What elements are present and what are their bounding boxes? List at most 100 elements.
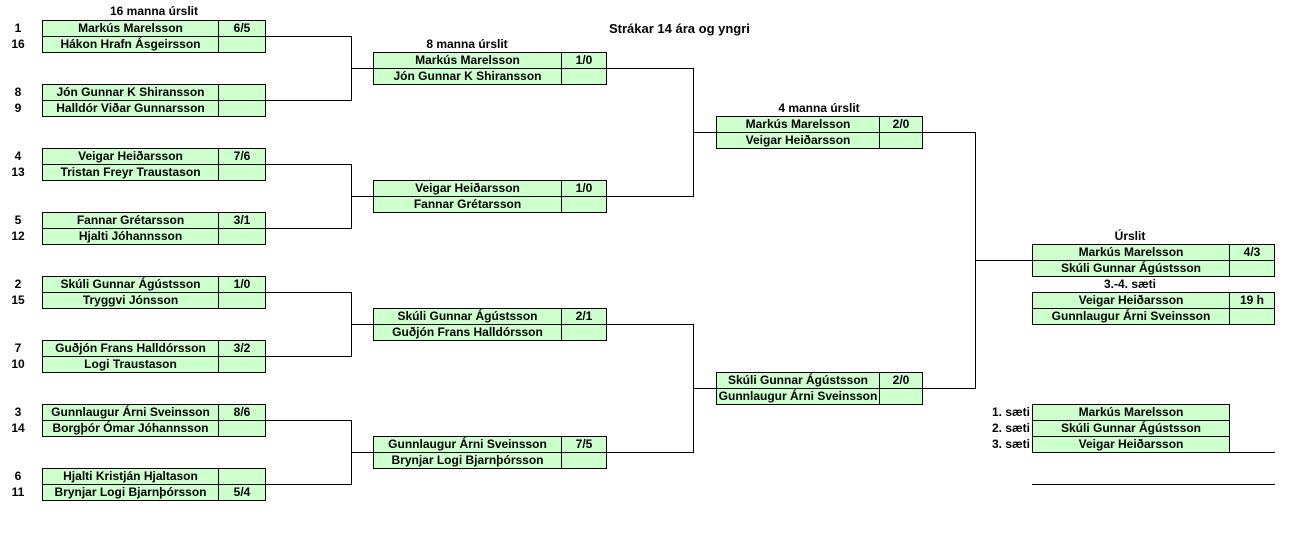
seed-number: 10 (11, 357, 25, 371)
player-name: Borgþór Ómar Jóhannsson (42, 420, 219, 437)
player-name: Fannar Grétarsson (373, 196, 562, 213)
connector-line (693, 132, 716, 133)
match-score: 1/0 (218, 276, 266, 293)
player-name: Hákon Hrafn Ásgeirsson (42, 36, 219, 53)
divider-line (1229, 452, 1275, 453)
connector-line (265, 420, 351, 421)
match-score (218, 468, 266, 485)
player-name: Veigar Heiðarsson (42, 148, 219, 165)
player-name: Logi Traustason (42, 356, 219, 373)
divider-line (1032, 484, 1275, 485)
match-score (218, 84, 266, 101)
connector-line (351, 196, 373, 197)
connector-line (975, 260, 1032, 261)
seed-number: 13 (11, 165, 25, 179)
match-score: 1/0 (561, 52, 607, 69)
seed-number: 11 (11, 485, 25, 499)
match-score (879, 132, 923, 149)
seed-number: 15 (11, 293, 25, 307)
player-name: Halldór Viðar Gunnarsson (42, 100, 219, 117)
player-name: Skúli Gunnar Ágústsson (716, 372, 880, 389)
player-name: Tristan Freyr Traustason (42, 164, 219, 181)
header-quarterfinals: 8 manna úrslit (426, 37, 508, 51)
seed-number: 1 (14, 21, 22, 35)
seed-number: 3 (14, 405, 22, 419)
connector-line (351, 324, 373, 325)
connector-line (606, 452, 694, 453)
player-name: Veigar Heiðarsson (716, 132, 880, 149)
seed-number: 6 (14, 469, 22, 483)
match-score: 6/5 (218, 20, 266, 37)
placing-name: Veigar Heiðarsson (1032, 436, 1230, 453)
connector-line (265, 292, 351, 293)
match-score (218, 100, 266, 117)
match-score: 2/0 (879, 116, 923, 133)
match-score (218, 420, 266, 437)
connector-line (265, 228, 351, 229)
seed-number: 9 (14, 101, 22, 115)
connector-line (922, 388, 976, 389)
match-score (218, 292, 266, 309)
placing-label: 2. sæti (991, 421, 1030, 435)
player-name: Gunnlaugur Árni Sveinsson (1032, 308, 1230, 325)
player-name: Hjalti Kristján Hjaltason (42, 468, 219, 485)
match-score: 7/5 (561, 436, 607, 453)
placing-name: Markús Marelsson (1032, 404, 1230, 421)
seed-number: 14 (11, 421, 25, 435)
match-score (561, 68, 607, 85)
match-score (1229, 308, 1275, 325)
player-name: Brynjar Logi Bjarnþórsson (373, 452, 562, 469)
match-score: 3/2 (218, 340, 266, 357)
match-score: 1/0 (561, 180, 607, 197)
player-name: Guðjón Frans Halldórsson (42, 340, 219, 357)
player-name: Veigar Heiðarsson (1032, 292, 1230, 309)
player-name: Veigar Heiðarsson (373, 180, 562, 197)
match-score (218, 36, 266, 53)
match-score: 19 h (1229, 292, 1275, 309)
seed-number: 2 (14, 277, 22, 291)
match-score: 7/6 (218, 148, 266, 165)
placing-label: 1. sæti (991, 405, 1030, 419)
header-round-of-16: 16 manna úrslit (109, 4, 199, 18)
player-name: Fannar Grétarsson (42, 212, 219, 229)
player-name: Skúli Gunnar Ágústsson (1032, 260, 1230, 277)
player-name: Jón Gunnar K Shiransson (42, 84, 219, 101)
match-score (218, 356, 266, 373)
connector-line (265, 36, 351, 37)
connector-line (265, 164, 351, 165)
connector-line (693, 388, 716, 389)
seed-number: 7 (14, 341, 22, 355)
match-score (1229, 260, 1275, 277)
player-name: Markús Marelsson (42, 20, 219, 37)
connector-line (606, 196, 694, 197)
match-score: 3/1 (218, 212, 266, 229)
connector-line (265, 356, 351, 357)
placing-label: 3. sæti (991, 437, 1030, 451)
connector-line (606, 324, 694, 325)
connector-line (265, 100, 351, 101)
match-score (879, 388, 923, 405)
match-score: 8/6 (218, 404, 266, 421)
player-name: Markús Marelsson (1032, 244, 1230, 261)
match-score: 2/1 (561, 308, 607, 325)
header-final: Úrslit (1114, 229, 1146, 243)
match-score: 2/0 (879, 372, 923, 389)
match-score (561, 196, 607, 213)
header-semifinals: 4 manna úrslit (778, 101, 860, 115)
seed-number: 4 (14, 149, 22, 163)
player-name: Hjalti Jóhannsson (42, 228, 219, 245)
match-score (218, 164, 266, 181)
match-score: 4/3 (1229, 244, 1275, 261)
seed-number: 5 (14, 213, 22, 227)
player-name: Gunnlaugur Árni Sveinsson (716, 388, 880, 405)
player-name: Markús Marelsson (716, 116, 880, 133)
placing-name: Skúli Gunnar Ágústsson (1032, 420, 1230, 437)
connector-line (351, 452, 373, 453)
match-score (561, 452, 607, 469)
connector-line (606, 68, 694, 69)
player-name: Guðjón Frans Halldórsson (373, 324, 562, 341)
player-name: Gunnlaugur Árni Sveinsson (42, 404, 219, 421)
seed-number: 16 (11, 37, 25, 51)
match-score: 5/4 (218, 484, 266, 501)
player-name: Gunnlaugur Árni Sveinsson (373, 436, 562, 453)
